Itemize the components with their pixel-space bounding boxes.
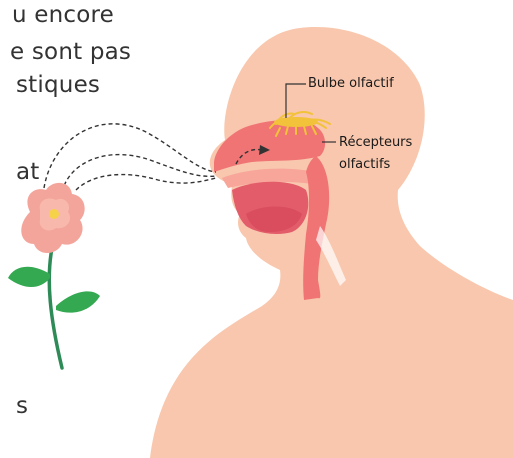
leaf-right [56,291,100,312]
bulbe-olfactif-label: Bulbe olfactif [308,76,394,92]
airflow-curve-3 [76,175,216,190]
olfactory-bulb-core [274,117,318,127]
flower-head [21,183,84,253]
airflow-curve-2 [62,155,216,192]
recepteurs-label-line1: Récepteurs [339,135,412,151]
flower-center [49,209,59,219]
recepteurs-label-line2: olfactifs [339,157,390,173]
leaf-left [8,267,50,287]
